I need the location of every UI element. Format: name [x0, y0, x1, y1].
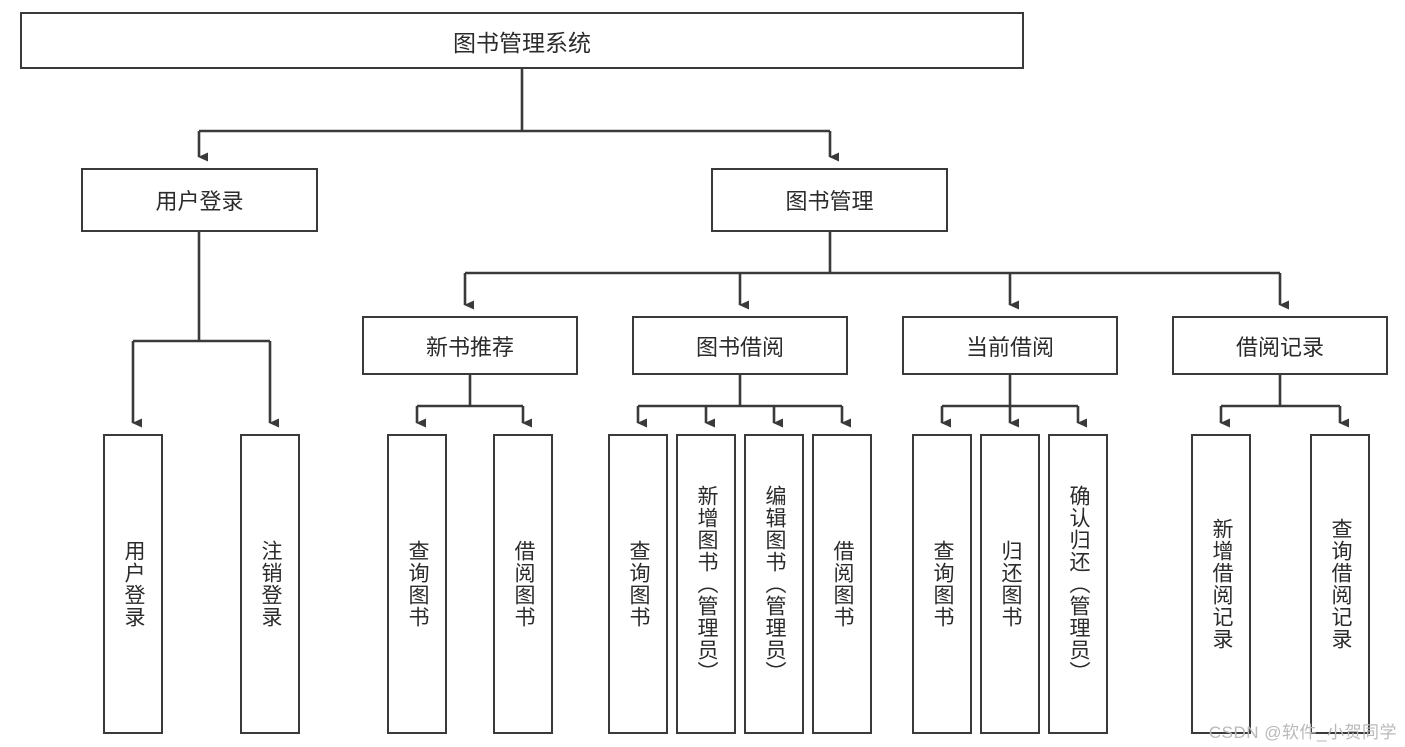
node-user-login: 用户登录 [81, 168, 318, 232]
node-book-borrow: 图书借阅 [632, 316, 848, 375]
leaf-current-borrow-query-book: 查询图书 [912, 434, 972, 734]
node-new-book-recommend: 新书推荐 [362, 316, 578, 375]
leaf-label: 新增图书（管理员） [695, 485, 719, 683]
leaf-new-book-query-book: 查询图书 [387, 434, 447, 734]
leaf-new-book-borrow-book: 借阅图书 [493, 434, 553, 734]
leaf-label: 确认归还（管理员） [1067, 485, 1091, 683]
node-book-management: 图书管理 [711, 168, 948, 232]
node-borrow-record: 借阅记录 [1172, 316, 1388, 375]
leaf-label: 借阅图书 [512, 540, 536, 628]
node-label: 用户登录 [155, 189, 244, 214]
leaf-book-borrow-query-book: 查询图书 [608, 434, 668, 734]
node-label: 图书管理系统 [453, 29, 591, 56]
leaf-book-borrow-borrow-book: 借阅图书 [812, 434, 872, 734]
leaf-label: 归还图书 [999, 540, 1023, 628]
leaf-current-borrow-confirm-return-admin: 确认归还（管理员） [1048, 434, 1108, 734]
leaf-label: 用户登录 [122, 540, 146, 628]
leaf-user-login-logout: 注销登录 [240, 434, 300, 734]
node-label: 图书借阅 [695, 334, 784, 360]
leaf-label: 查询借阅记录 [1329, 518, 1353, 650]
leaf-label: 查询图书 [627, 540, 651, 628]
node-root-book-management-system: 图书管理系统 [20, 12, 1024, 69]
leaf-label: 查询图书 [931, 540, 955, 628]
leaf-current-borrow-return-book: 归还图书 [980, 434, 1040, 734]
leaf-book-borrow-add-book-admin: 新增图书（管理员） [676, 434, 736, 734]
leaf-book-borrow-edit-book-admin: 编辑图书（管理员） [744, 434, 804, 734]
leaf-label: 查询图书 [406, 540, 430, 628]
leaf-borrow-record-add-record: 新增借阅记录 [1191, 434, 1251, 734]
leaf-label: 新增借阅记录 [1210, 518, 1234, 650]
leaf-label: 借阅图书 [831, 540, 855, 628]
leaf-borrow-record-query-record: 查询借阅记录 [1310, 434, 1370, 734]
leaf-label: 注销登录 [259, 540, 283, 628]
node-current-borrow: 当前借阅 [902, 316, 1118, 375]
node-label: 借阅记录 [1235, 334, 1324, 360]
csdn-watermark: CSDN @软件_小贺同学 [1208, 723, 1397, 742]
node-label: 新书推荐 [425, 334, 514, 360]
leaf-label: 编辑图书（管理员） [763, 485, 787, 683]
node-label: 图书管理 [785, 189, 874, 214]
node-label: 当前借阅 [965, 334, 1054, 360]
leaf-user-login-login: 用户登录 [103, 434, 163, 734]
